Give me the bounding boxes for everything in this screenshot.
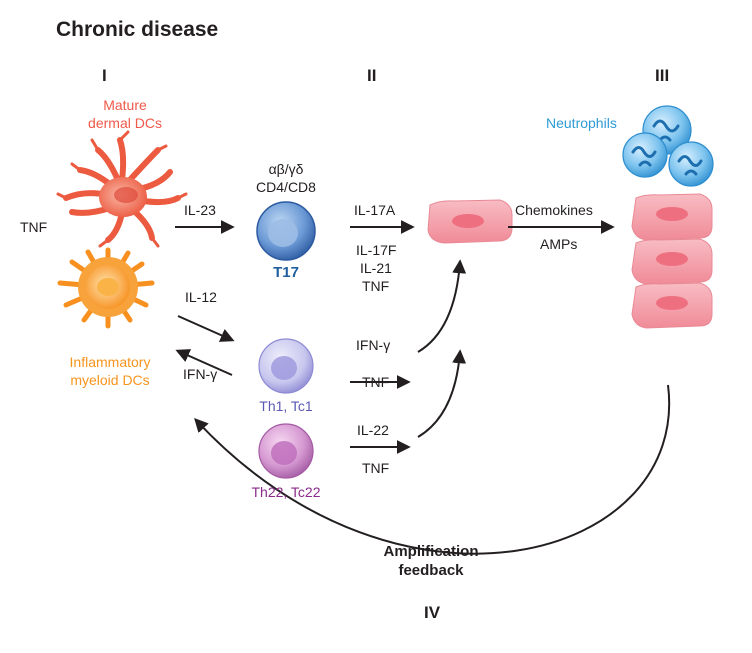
th22-label: Th22, Tc22 xyxy=(251,484,321,500)
ifng-back-label: IFN-γ xyxy=(183,366,218,382)
arrow-ifng-back xyxy=(175,349,233,376)
inflammatory-dc-icon xyxy=(57,247,155,329)
keratinocyte-icon xyxy=(427,199,513,244)
arrow-th22-up xyxy=(417,349,467,438)
th1-label: Th1, Tc1 xyxy=(259,398,313,414)
tnf-th22-label: TNF xyxy=(362,460,390,476)
th1-cell-icon xyxy=(258,338,314,394)
tnf-t17-label: TNF xyxy=(362,278,390,294)
arrow-il12 xyxy=(177,315,235,342)
arrows xyxy=(175,220,671,555)
il12-label: IL-12 xyxy=(185,289,217,305)
t17-cell-icon xyxy=(256,201,316,261)
t17-label: T17 xyxy=(273,264,299,281)
stage-iii-label: III xyxy=(655,66,670,85)
amps-label: AMPs xyxy=(540,236,578,252)
il17f-label: IL-17F xyxy=(356,242,397,258)
ifng-th1-label: IFN-γ xyxy=(356,337,391,353)
neutrophils-icon xyxy=(622,105,714,187)
arrow-th1-to-keratinocyte xyxy=(417,259,467,353)
stage-i-label: I xyxy=(102,66,107,85)
il21-label: IL-21 xyxy=(360,260,392,276)
th22-cell-icon xyxy=(258,423,314,479)
keratinocyte-stack-icon xyxy=(631,193,713,329)
inflammatory-dc-label-line2: myeloid DCs xyxy=(70,372,150,388)
mature-dc-label-line1: Mature xyxy=(103,97,147,113)
feedback-label-line2: feedback xyxy=(398,562,464,579)
il17a-label: IL-17A xyxy=(354,202,396,218)
il22-label: IL-22 xyxy=(357,422,389,438)
tnf-th1-label: TNF xyxy=(362,374,390,390)
mature-dc-label-line2: dermal DCs xyxy=(88,115,162,131)
tnf-left-label: TNF xyxy=(20,219,48,235)
mature-dermal-dc-icon xyxy=(56,130,188,248)
t17-subtype-line2: CD4/CD8 xyxy=(256,179,316,195)
feedback-label-line1: Amplification xyxy=(383,543,479,560)
page-title: Chronic disease xyxy=(56,18,219,41)
il23-label: IL-23 xyxy=(184,202,216,218)
t17-subtype-line1: αβ/γδ xyxy=(268,161,304,177)
chemokines-label: Chemokines xyxy=(515,202,593,218)
inflammatory-dc-label-line1: Inflammatory xyxy=(69,354,151,370)
neutrophils-label: Neutrophils xyxy=(546,115,617,131)
stage-ii-label: II xyxy=(367,66,377,85)
stage-iv-label: IV xyxy=(424,603,441,622)
amplification-feedback-arrow xyxy=(194,384,671,555)
